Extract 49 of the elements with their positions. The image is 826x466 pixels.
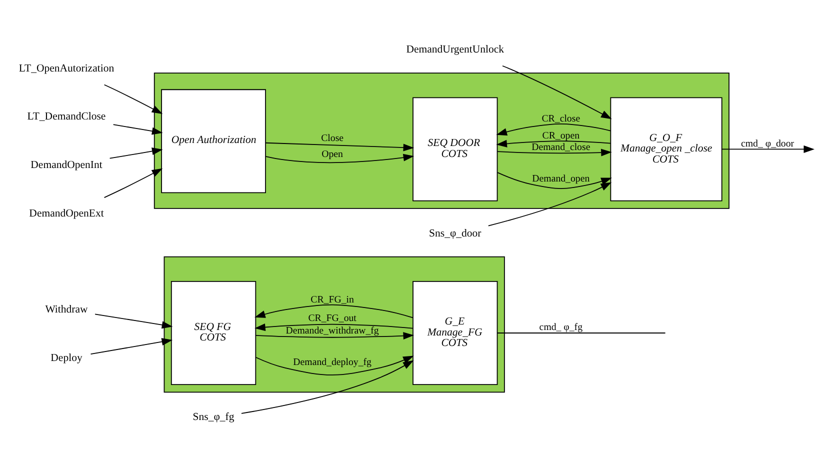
node-box: G_E Manage_FG COTS	[412, 280, 498, 384]
arrow	[254, 304, 414, 318]
arrow	[497, 148, 612, 156]
arrow	[112, 124, 163, 134]
arrow	[497, 172, 612, 188]
node-text: Sns_φ_door	[429, 226, 482, 239]
node-box: Open Authorization	[161, 88, 266, 193]
node-text: Deploy	[50, 351, 82, 364]
edge-label: Demand_deploy_fg	[293, 356, 372, 368]
cluster	[154, 72, 730, 208]
edge-label: cmd_ φ_fg	[539, 322, 583, 333]
node-box: SEQ DOOR COTS	[412, 96, 498, 201]
arrow	[496, 139, 611, 147]
edge-label: CR_FG_out	[308, 312, 356, 324]
node-text: DemandOpenInt	[30, 158, 102, 171]
arrow	[502, 64, 612, 119]
arrow	[241, 360, 414, 414]
arrow	[265, 142, 414, 151]
edge-label: Open	[322, 148, 343, 160]
node-box: G_O_F Manage_open _close COTS	[610, 96, 722, 201]
edge-label: Demand_open	[532, 172, 590, 184]
edge-label: CR_open	[542, 130, 580, 141]
arrow	[255, 355, 414, 375]
arrow	[496, 122, 611, 136]
connector	[496, 332, 666, 333]
node-text: Sns_φ_fg	[192, 410, 234, 423]
arrow	[265, 153, 414, 163]
arrow	[94, 313, 173, 328]
arrow	[90, 338, 173, 354]
node-text: LT_DemandClose	[27, 110, 106, 122]
node-text: DemandOpenExt	[29, 207, 104, 220]
cluster	[164, 256, 505, 392]
node-text: DemandUrgentUnlock	[406, 43, 504, 55]
node-text: LT_OpenAutorization	[18, 62, 114, 74]
node-text: Withdraw	[45, 302, 88, 315]
edge-label: CR_FG_in	[310, 294, 354, 305]
arrow	[722, 144, 814, 152]
arrow	[104, 168, 163, 198]
arrow	[109, 147, 163, 158]
edge-label: Demand_close	[532, 141, 590, 152]
edge-label: CR_close	[542, 112, 580, 124]
edge-label: Demande_withdraw_fg	[286, 325, 379, 336]
arrow	[254, 322, 414, 330]
arrow	[256, 332, 414, 340]
edge-label: Close	[321, 132, 344, 144]
node-box: SEQ FG COTS	[170, 280, 256, 384]
edge-label: cmd_ φ_door	[741, 138, 794, 149]
arrow	[488, 182, 612, 226]
arrow	[104, 84, 163, 114]
